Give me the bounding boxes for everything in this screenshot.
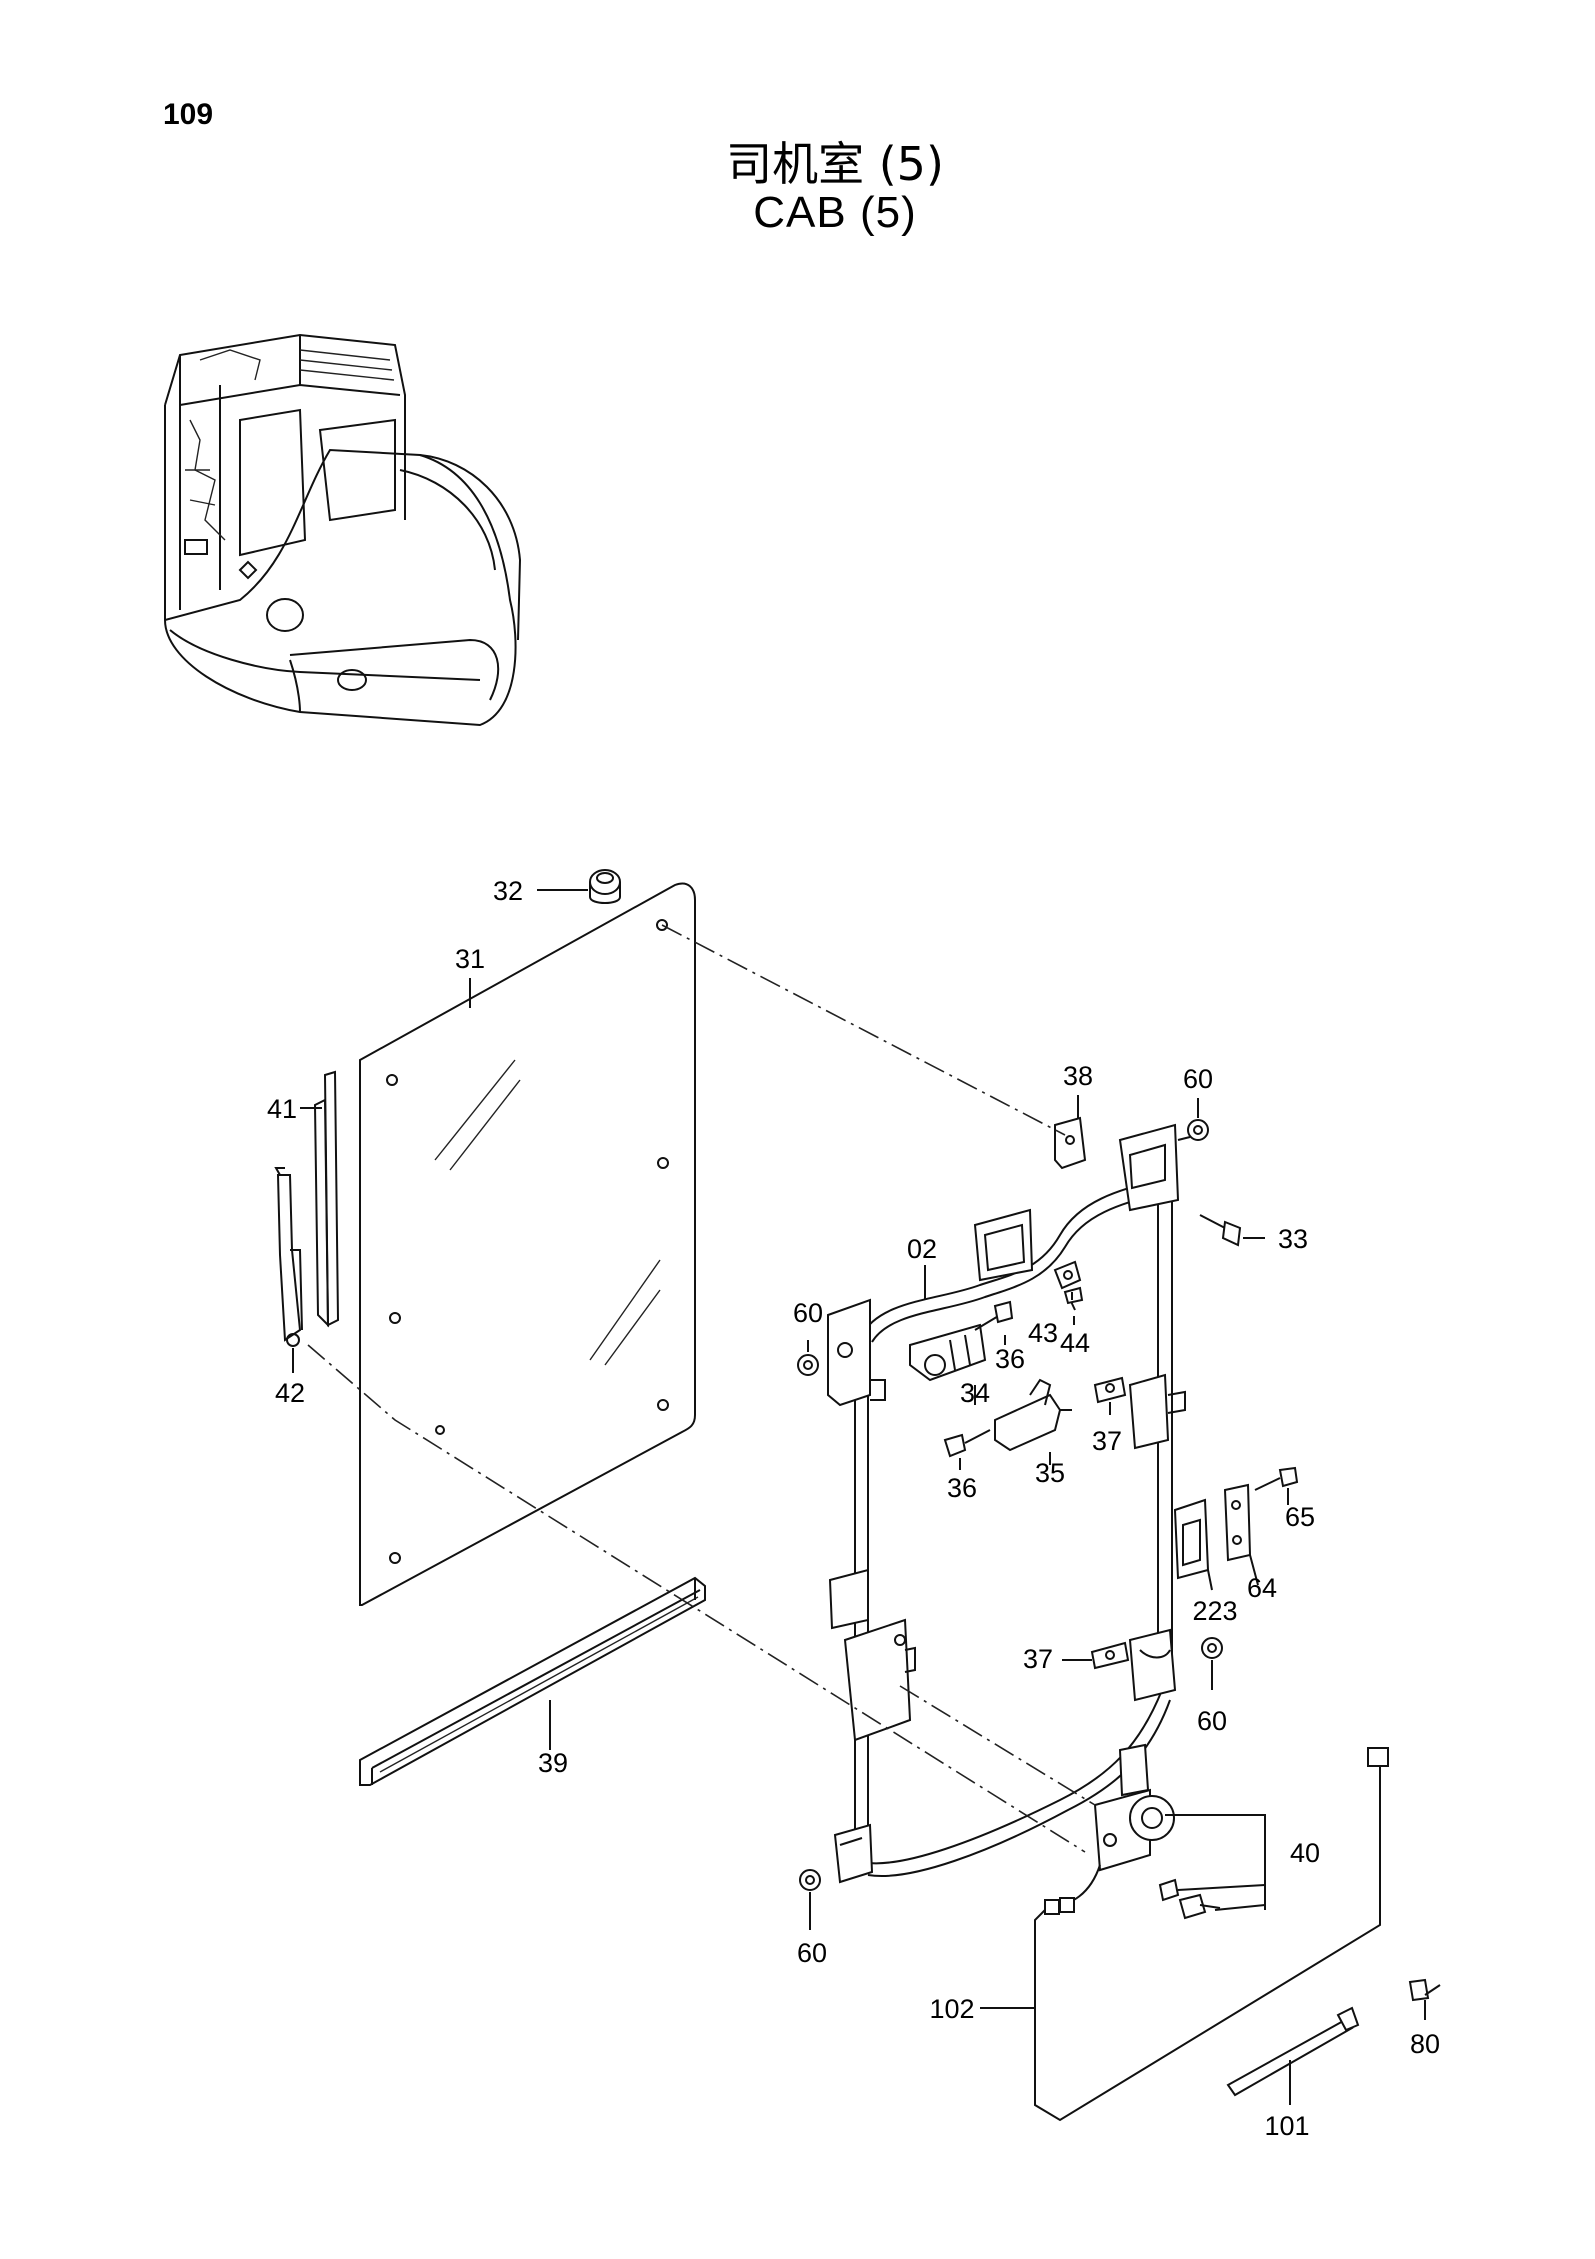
callout-02: 02 [907,1234,937,1264]
part-38-stopper [1054,1116,1087,1170]
callout-60: 60 [797,1938,827,1968]
callout-80: 80 [1410,2029,1440,2059]
callout-41: 41 [267,1094,297,1124]
callout-42: 42 [275,1378,305,1408]
callout-44: 44 [1060,1328,1090,1358]
callout-102: 102 [929,1994,974,2024]
part-44-bolt [1063,1286,1084,1311]
leader-lines [292,889,1426,2105]
callout-34: 34 [960,1378,990,1408]
page-number: 109 [163,98,214,131]
callout-37: 37 [1092,1426,1122,1456]
part-31-door-glass [359,882,696,1606]
title-chinese: 司机室 (5) [726,137,944,191]
callout-37: 37 [1023,1644,1053,1674]
part-36-bolt-lower [943,1429,991,1458]
part-80-clip [1408,1978,1441,2002]
callout-35: 35 [1035,1458,1065,1488]
part-37-plate-lower [1090,1641,1130,1670]
callout-36: 36 [947,1473,977,1503]
part-33-bolt [1199,1214,1242,1247]
callout-43: 43 [1028,1318,1058,1348]
callout-60: 60 [1183,1064,1213,1094]
assembly-lines [307,924,1096,1853]
part-36-bolt-upper [974,1300,1014,1331]
callout-31: 31 [455,944,485,974]
part-65-bolt [1254,1466,1299,1491]
callout-64: 64 [1247,1573,1277,1603]
part-39-rubber-strip [359,1576,706,1786]
callout-labels: 32 31 41 42 38 60 33 02 60 43 44 36 34 3… [267,876,1440,2141]
part-32-cap [589,869,621,904]
part-40-regulator-motor [1093,1743,1221,1920]
part-41-wiper-blade [313,1070,340,1328]
callout-33: 33 [1278,1224,1308,1254]
callout-39: 39 [538,1748,568,1778]
part-102-harness [1034,1747,1389,2122]
part-101-cable-tie [1226,2006,1360,2097]
part-60-washers [797,1119,1223,1891]
door-frame-assembly [827,1123,1252,1884]
callout-32: 32 [493,876,523,906]
callout-223: 223 [1192,1596,1237,1626]
callout-40: 40 [1290,1838,1320,1868]
callout-65: 65 [1285,1502,1315,1532]
part-37-plate-upper [1093,1376,1127,1404]
part-42-wiper-arm [274,1167,303,1347]
cab-overview-illustration [163,333,522,727]
callout-60: 60 [793,1298,823,1328]
callout-38: 38 [1063,1061,1093,1091]
callout-36: 36 [995,1344,1025,1374]
callout-60: 60 [1197,1706,1227,1736]
callout-101: 101 [1264,2111,1309,2141]
part-43-bolt [1053,1260,1082,1290]
title-english: CAB (5) [753,188,917,237]
